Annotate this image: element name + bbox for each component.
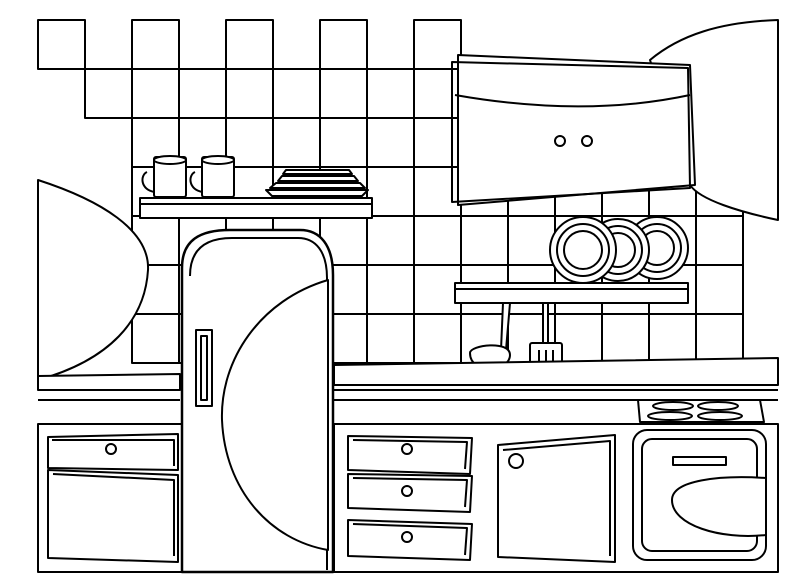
middle-drawer-3[interactable] bbox=[347, 519, 473, 561]
burner-back-right[interactable] bbox=[697, 401, 739, 411]
wall-tile bbox=[413, 166, 462, 217]
wall-tile bbox=[413, 264, 462, 315]
wall-tile bbox=[695, 313, 744, 364]
wall-tile bbox=[225, 68, 274, 119]
oven-window bbox=[671, 476, 767, 537]
wall-tile bbox=[366, 166, 415, 217]
left-drawer-top[interactable] bbox=[47, 433, 179, 471]
oven-handle[interactable] bbox=[672, 456, 727, 466]
countertop bbox=[37, 357, 779, 401]
burner-back-left[interactable] bbox=[652, 401, 694, 411]
wall-tile bbox=[272, 68, 321, 119]
right-cabinet-door[interactable] bbox=[497, 434, 616, 563]
drawer-knob bbox=[401, 485, 413, 497]
wall-tile bbox=[366, 117, 415, 168]
wall-tile bbox=[84, 68, 133, 119]
wall-tile bbox=[460, 215, 509, 266]
ladle[interactable] bbox=[469, 302, 511, 370]
stove-top bbox=[637, 399, 765, 423]
wall-tile bbox=[319, 68, 368, 119]
mug-left[interactable] bbox=[141, 155, 187, 198]
wall-tile bbox=[366, 264, 415, 315]
left-cabinet bbox=[47, 433, 179, 563]
fridge-handle[interactable] bbox=[195, 329, 213, 407]
hood-knob-left[interactable] bbox=[554, 135, 566, 147]
rack-plate-front[interactable] bbox=[549, 216, 617, 284]
door-knob bbox=[508, 453, 524, 469]
stacked-plates[interactable] bbox=[265, 169, 369, 197]
wall-tile bbox=[131, 68, 180, 119]
wall-tile bbox=[413, 215, 462, 266]
plate-shelf bbox=[454, 216, 689, 304]
drawer-knob bbox=[401, 531, 413, 543]
wall-tile bbox=[695, 215, 744, 266]
drawer-knob bbox=[105, 443, 117, 455]
wall-tile bbox=[225, 19, 274, 70]
mug-right[interactable] bbox=[189, 155, 235, 198]
wall-tile bbox=[366, 68, 415, 119]
wall-tile bbox=[178, 68, 227, 119]
wall-tile bbox=[131, 313, 180, 364]
wall-tile bbox=[601, 313, 650, 364]
wall-tile bbox=[413, 68, 462, 119]
wall-tile bbox=[507, 215, 556, 266]
refrigerator bbox=[180, 228, 335, 574]
middle-cabinet bbox=[347, 435, 473, 561]
wall-tile bbox=[131, 19, 180, 70]
wall-tile bbox=[319, 117, 368, 168]
wall-tile bbox=[648, 313, 697, 364]
wall-tile bbox=[413, 313, 462, 364]
wall-tile bbox=[319, 19, 368, 70]
fridge-door-curve bbox=[220, 279, 329, 551]
middle-drawer-2[interactable] bbox=[347, 473, 473, 513]
middle-drawer-1[interactable] bbox=[347, 435, 473, 475]
wall-tile bbox=[413, 117, 462, 168]
left-cabinet-door[interactable] bbox=[47, 469, 179, 563]
hood-knob-right[interactable] bbox=[581, 135, 593, 147]
wall-tile bbox=[37, 19, 86, 70]
wall-tile bbox=[272, 117, 321, 168]
upper-shelf bbox=[139, 155, 373, 219]
wall-tile bbox=[366, 313, 415, 364]
drawer-knob bbox=[401, 443, 413, 455]
burner-front-left[interactable] bbox=[647, 411, 693, 421]
oven bbox=[632, 429, 767, 561]
wall-tile bbox=[366, 215, 415, 266]
wall-tile bbox=[695, 264, 744, 315]
range-hood bbox=[451, 54, 696, 206]
burner-front-right[interactable] bbox=[697, 411, 743, 421]
left-wall-curve bbox=[37, 179, 150, 381]
